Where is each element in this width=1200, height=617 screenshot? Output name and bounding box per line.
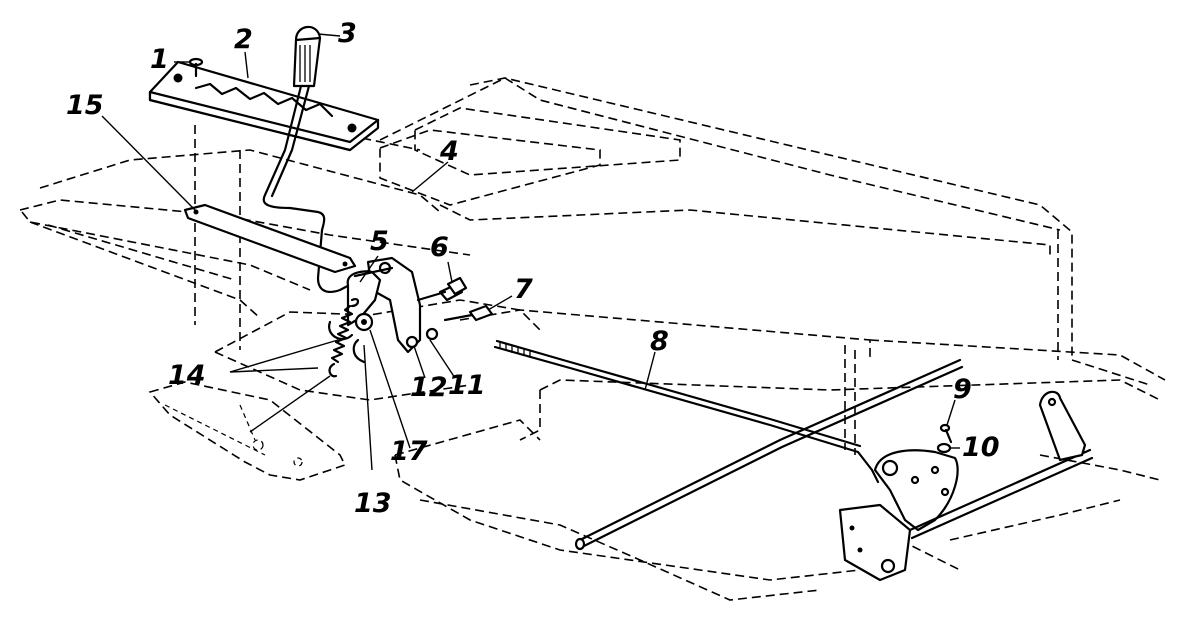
callout-2: 2 (234, 24, 253, 55)
tension-spring (328, 298, 360, 378)
phantom-chassis-outline (19, 77, 1166, 601)
callout-15: 15 (66, 90, 104, 121)
callout-6: 6 (430, 232, 449, 263)
callout-9: 9 (953, 374, 972, 405)
right-pivot-bracket (838, 390, 1094, 582)
bolt-6 (416, 276, 468, 302)
callout-12: 12 (410, 372, 448, 403)
callout-11: 11 (448, 370, 486, 401)
callout-8: 8 (650, 326, 669, 357)
clip-pin (352, 338, 366, 364)
lever-mount-plate (183, 203, 357, 274)
callout-14: 14 (168, 360, 206, 391)
callout-labels: 1 2 3 4 5 6 7 8 9 10 11 12 13 14 15 17 (66, 18, 1000, 519)
callout-10: 10 (962, 432, 1000, 463)
bolt-7 (443, 304, 494, 322)
shift-knob (292, 25, 322, 88)
callout-7: 7 (514, 274, 533, 305)
shift-lever (262, 84, 357, 294)
callout-13: 13 (354, 488, 392, 519)
callout-17: 17 (390, 436, 428, 467)
shift-plate (148, 60, 380, 152)
callout-5: 5 (370, 226, 389, 257)
callout-1: 1 (150, 44, 169, 75)
callout-4: 4 (439, 136, 459, 167)
callout-3: 3 (338, 18, 357, 49)
control-rod (493, 339, 880, 484)
pin-and-washer (936, 423, 953, 454)
cross-shaft (574, 358, 964, 551)
leader-lines (101, 33, 960, 471)
bellcrank-bracket (328, 256, 439, 354)
